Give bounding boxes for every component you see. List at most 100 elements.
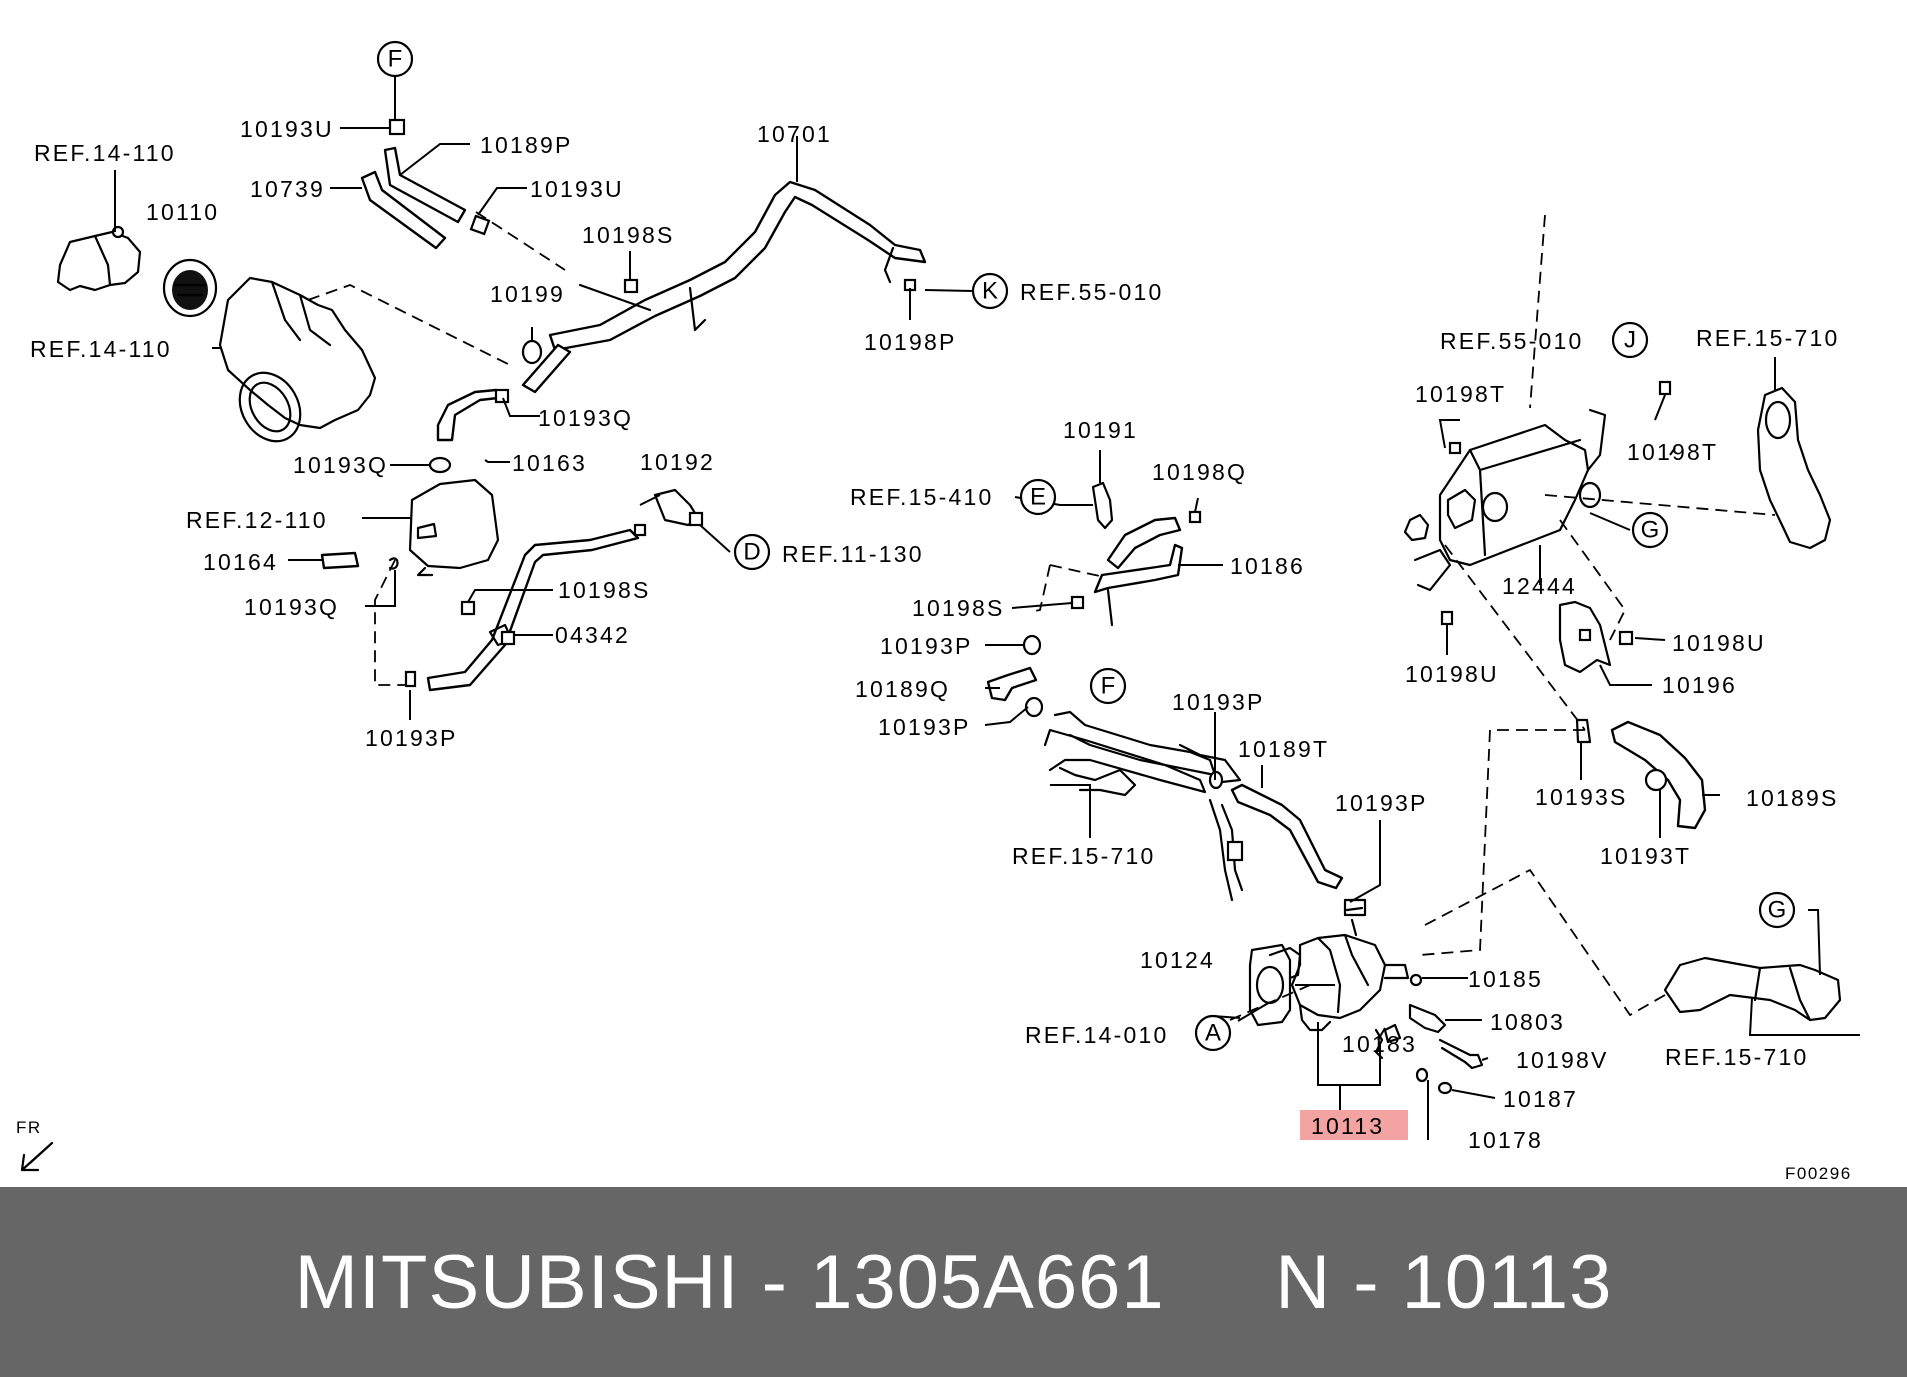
svg-text:G: G xyxy=(1641,517,1660,544)
footer-bar: MITSUBISHI - 1305A661 N - 10113 xyxy=(0,1187,1907,1377)
pipe-bundle-ref-15-710 xyxy=(1043,710,1244,902)
label-10803: 10803 xyxy=(1490,1009,1565,1035)
connector-K: K xyxy=(971,272,1009,310)
label-10192: 10192 xyxy=(640,449,715,475)
label-10198S-b: 10198S xyxy=(558,577,651,603)
label-10193Q-b: 10193Q xyxy=(293,452,388,478)
label-10189P: 10189P xyxy=(480,132,573,158)
label-ref-14-110-a: REF.14-110 xyxy=(34,140,176,166)
exhaust-flange-ref-15-710-a xyxy=(1756,386,1832,550)
hose-10163 xyxy=(428,343,572,474)
label-10193P-b: 10193P xyxy=(880,633,973,659)
label-10198P: 10198P xyxy=(864,329,957,355)
svg-text:E: E xyxy=(1030,484,1046,511)
svg-text:D: D xyxy=(743,539,760,566)
svg-text:A: A xyxy=(1205,1020,1221,1047)
label-ref-55-010-k: REF.55-010 xyxy=(1020,279,1163,305)
label-10196: 10196 xyxy=(1662,672,1737,698)
label-ref-11-130: REF.11-130 xyxy=(782,541,924,567)
connector-J: J xyxy=(1611,321,1649,359)
label-10185: 10185 xyxy=(1468,966,1543,992)
hose-10739 xyxy=(360,170,447,250)
front-direction-label: FR xyxy=(16,1118,42,1137)
thermostat-housing-cover xyxy=(56,225,142,292)
label-10193P-e: 10193P xyxy=(1335,790,1428,816)
bolt-10198S-a xyxy=(623,278,639,294)
svg-text:J: J xyxy=(1624,327,1636,354)
label-ref-15-710-b: REF.15-710 xyxy=(1696,325,1839,351)
label-ref-12-110: REF.12-110 xyxy=(186,507,328,533)
tube-04342 xyxy=(404,528,640,692)
label-10198T-b: 10198T xyxy=(1627,439,1718,465)
label-10739: 10739 xyxy=(250,176,325,202)
connector-G-bot: G xyxy=(1758,891,1796,929)
hose-10189S xyxy=(1575,718,1707,830)
cooling-system-exploded-diagram: F K D E F J G G A 10193U 10189P 10739 10… xyxy=(16,40,1860,1183)
part-labels: 10193U 10189P 10739 10193U 10701 REF.14-… xyxy=(30,116,1839,1153)
hose-10189P xyxy=(383,146,467,224)
gasket-10124 xyxy=(1248,943,1292,1027)
leader-a-link xyxy=(1212,1015,1241,1019)
label-10198Q: 10198Q xyxy=(1152,459,1247,485)
connector-E: E xyxy=(1019,478,1057,516)
part-number-title: MITSUBISHI - 1305A661 N - 10113 xyxy=(294,1239,1613,1325)
label-10189S: 10189S xyxy=(1746,785,1839,811)
pipe-10701 xyxy=(548,180,927,352)
hose-10164 xyxy=(320,551,399,570)
svg-text:K: K xyxy=(982,278,998,305)
label-10183: 10183 xyxy=(1342,1031,1417,1057)
hose-10189T xyxy=(1230,783,1367,917)
svg-text:F: F xyxy=(1101,673,1116,700)
oring-10199 xyxy=(521,339,543,365)
water-pump-body xyxy=(218,276,377,443)
front-direction-indicator: FR xyxy=(16,1118,54,1172)
figure-code: F00296 xyxy=(1785,1164,1852,1183)
bracket-10196 xyxy=(1558,600,1634,674)
front-arrow-icon xyxy=(20,1141,54,1172)
label-10193T: 10193T xyxy=(1600,843,1691,869)
label-10193P-d: 10193P xyxy=(1172,689,1265,715)
label-10193S: 10193S xyxy=(1535,784,1628,810)
label-10193Q-a: 10193Q xyxy=(538,405,633,431)
connector-G-top: G xyxy=(1631,511,1669,549)
dashed-guide-lines xyxy=(307,211,1776,1021)
label-10193P-a: 10193P xyxy=(365,725,458,751)
svg-text:G: G xyxy=(1768,897,1787,924)
label-10193U-b: 10193U xyxy=(530,176,624,202)
thermostat-part xyxy=(162,258,218,318)
label-10199: 10199 xyxy=(490,281,565,307)
label-10189T: 10189T xyxy=(1238,736,1329,762)
label-10193Q-c: 10193Q xyxy=(244,594,339,620)
label-10193P-c: 10193P xyxy=(878,714,971,740)
label-10113: 10113 xyxy=(1311,1113,1384,1139)
label-10191: 10191 xyxy=(1063,417,1138,443)
exhaust-pipe-ref-15-710-b xyxy=(1663,956,1842,1022)
label-ref-14-010: REF.14-010 xyxy=(1025,1022,1168,1048)
label-10198U-b: 10198U xyxy=(1405,661,1499,687)
label-ref-15-710-a: REF.15-710 xyxy=(1012,843,1155,869)
label-04342: 04342 xyxy=(555,622,630,648)
label-ref-15-710-c: REF.15-710 xyxy=(1665,1044,1808,1070)
label-10187: 10187 xyxy=(1503,1086,1578,1112)
label-10198S-c: 10198S xyxy=(912,595,1005,621)
connector-A: A xyxy=(1194,1014,1232,1052)
sensor-10192 xyxy=(633,488,704,537)
svg-text:F: F xyxy=(388,46,403,73)
small-parts-10185-10803-10198V xyxy=(1374,973,1484,1095)
connector-F-top: F xyxy=(376,40,414,78)
label-ref-14-110-b: REF.14-110 xyxy=(30,336,172,362)
label-10178: 10178 xyxy=(1468,1127,1543,1153)
label-10164: 10164 xyxy=(203,549,278,575)
label-10110: 10110 xyxy=(146,199,219,225)
connector-F-mid: F xyxy=(1089,667,1127,705)
label-ref-55-010-j: REF.55-010 xyxy=(1440,328,1583,354)
water-outlet-assembly-10113 xyxy=(1268,906,1410,1032)
clamp-10193U xyxy=(388,118,491,236)
highlight-10113 xyxy=(1300,1110,1408,1140)
connector-D: D xyxy=(733,533,771,571)
label-12444: 12444 xyxy=(1502,573,1577,599)
label-10198S-a: 10198S xyxy=(582,222,675,248)
label-10193U-a: 10193U xyxy=(240,116,334,142)
leader-lines xyxy=(114,72,1860,1140)
